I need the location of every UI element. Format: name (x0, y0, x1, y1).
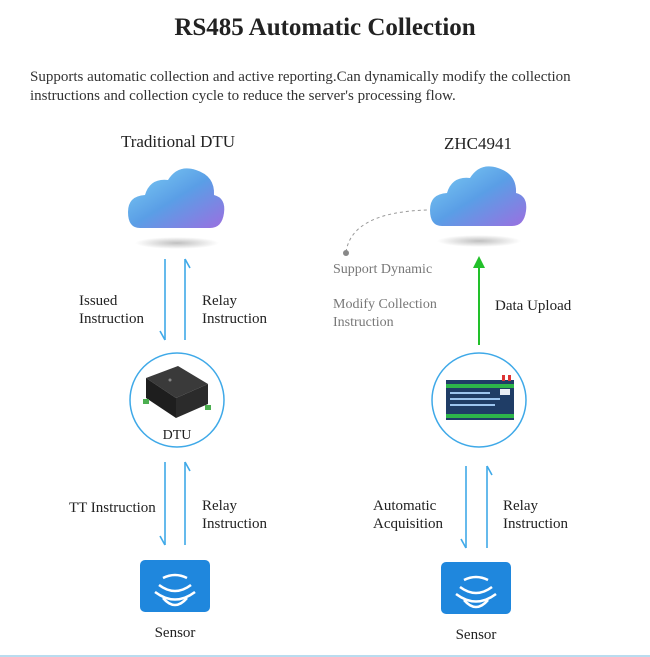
issued-label-1: Issued (79, 293, 118, 309)
relay-bottom-label-2: Instruction (202, 516, 267, 532)
bottom-divider (0, 655, 650, 657)
relay-right-label-2: Instruction (503, 516, 568, 532)
data-upload-label: Data Upload (495, 298, 572, 314)
modify-label-1: Modify Collection (333, 297, 437, 312)
sensor-icon (441, 562, 511, 614)
automatic-label-2: Acquisition (373, 516, 443, 532)
tt-instruction-label: TT Instruction (69, 500, 156, 516)
left-top-arrows (159, 258, 191, 341)
right-bottom-arrows (460, 465, 493, 549)
relay-bottom-label-1: Relay (202, 498, 237, 514)
right-heading: ZHC4941 (444, 134, 512, 153)
controller-device-icon (446, 375, 514, 420)
cloud-icon (430, 166, 527, 247)
left-bottom-arrows (159, 461, 191, 546)
sensor-label-left: Sensor (154, 625, 196, 641)
data-upload-arrow (473, 256, 485, 345)
sensor-icon (140, 560, 210, 612)
issued-label-2: Instruction (79, 311, 144, 327)
dtu-label: DTU (162, 428, 192, 443)
relay-right-label-1: Relay (503, 498, 538, 514)
automatic-label-1: Automatic (373, 498, 437, 514)
relay-top-label-1: Relay (202, 293, 237, 309)
dtu-device-icon (143, 366, 211, 418)
modify-label-2: Instruction (333, 315, 394, 330)
cloud-icon (128, 168, 225, 249)
sensor-label-right: Sensor (455, 627, 497, 643)
intro-text: Supports automatic collection and active… (30, 69, 571, 104)
relay-top-label-2: Instruction (202, 311, 267, 327)
page-title: RS485 Automatic Collection (174, 14, 476, 41)
dynamic-curve (343, 209, 429, 256)
left-heading: Traditional DTU (120, 132, 236, 151)
support-dynamic-label: Support Dynamic (333, 262, 433, 277)
